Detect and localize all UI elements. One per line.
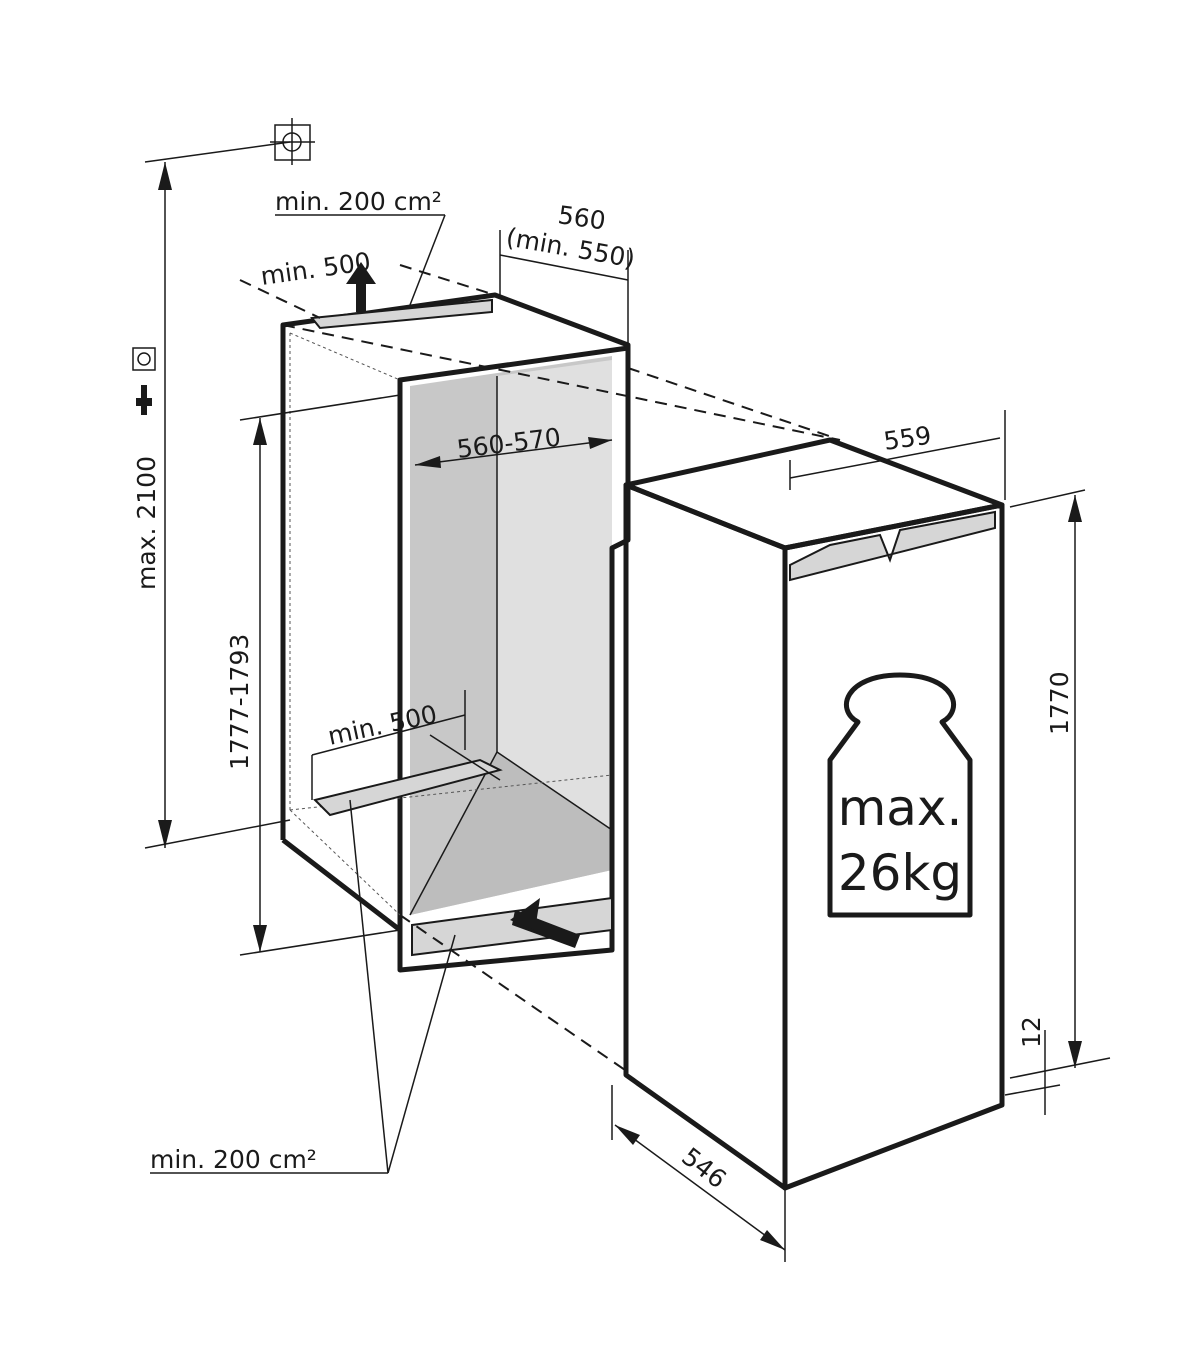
niche-width-label: 560 <box>556 200 607 235</box>
appliance-depth-label: 546 <box>676 1142 731 1194</box>
plinth-vent <box>411 896 613 957</box>
top-vent <box>310 298 493 330</box>
max-height-label: max. 2100 <box>132 456 161 590</box>
bottom-vent-area-label: min. 200 cm² <box>150 1145 317 1174</box>
connection-point-icon <box>270 118 315 165</box>
socket-icon <box>132 347 156 371</box>
plug-icon <box>136 385 152 415</box>
weight-icon: max. 26kg <box>827 672 973 918</box>
top-vent-area-label: min. 200 cm² <box>275 187 442 216</box>
bottom-vent-inner <box>313 758 503 817</box>
top-clearance-label: min. 500 <box>259 247 373 291</box>
niche-floor <box>410 752 612 915</box>
dimension-max-height: max. 2100 <box>132 141 291 849</box>
niche-height-label: 1777-1793 <box>225 634 254 770</box>
niche-back-wall <box>497 360 612 830</box>
appliance-height-label: 1770 <box>1045 671 1074 735</box>
load-label-max: max. <box>838 779 963 837</box>
appliance-width-label: 559 <box>882 421 933 456</box>
control-panel <box>789 510 996 582</box>
appliance <box>623 437 1005 1191</box>
airflow-arrow-icon <box>346 262 580 948</box>
load-label-weight: 26kg <box>838 844 962 902</box>
plinth-gap-label: 12 <box>1017 1016 1046 1048</box>
